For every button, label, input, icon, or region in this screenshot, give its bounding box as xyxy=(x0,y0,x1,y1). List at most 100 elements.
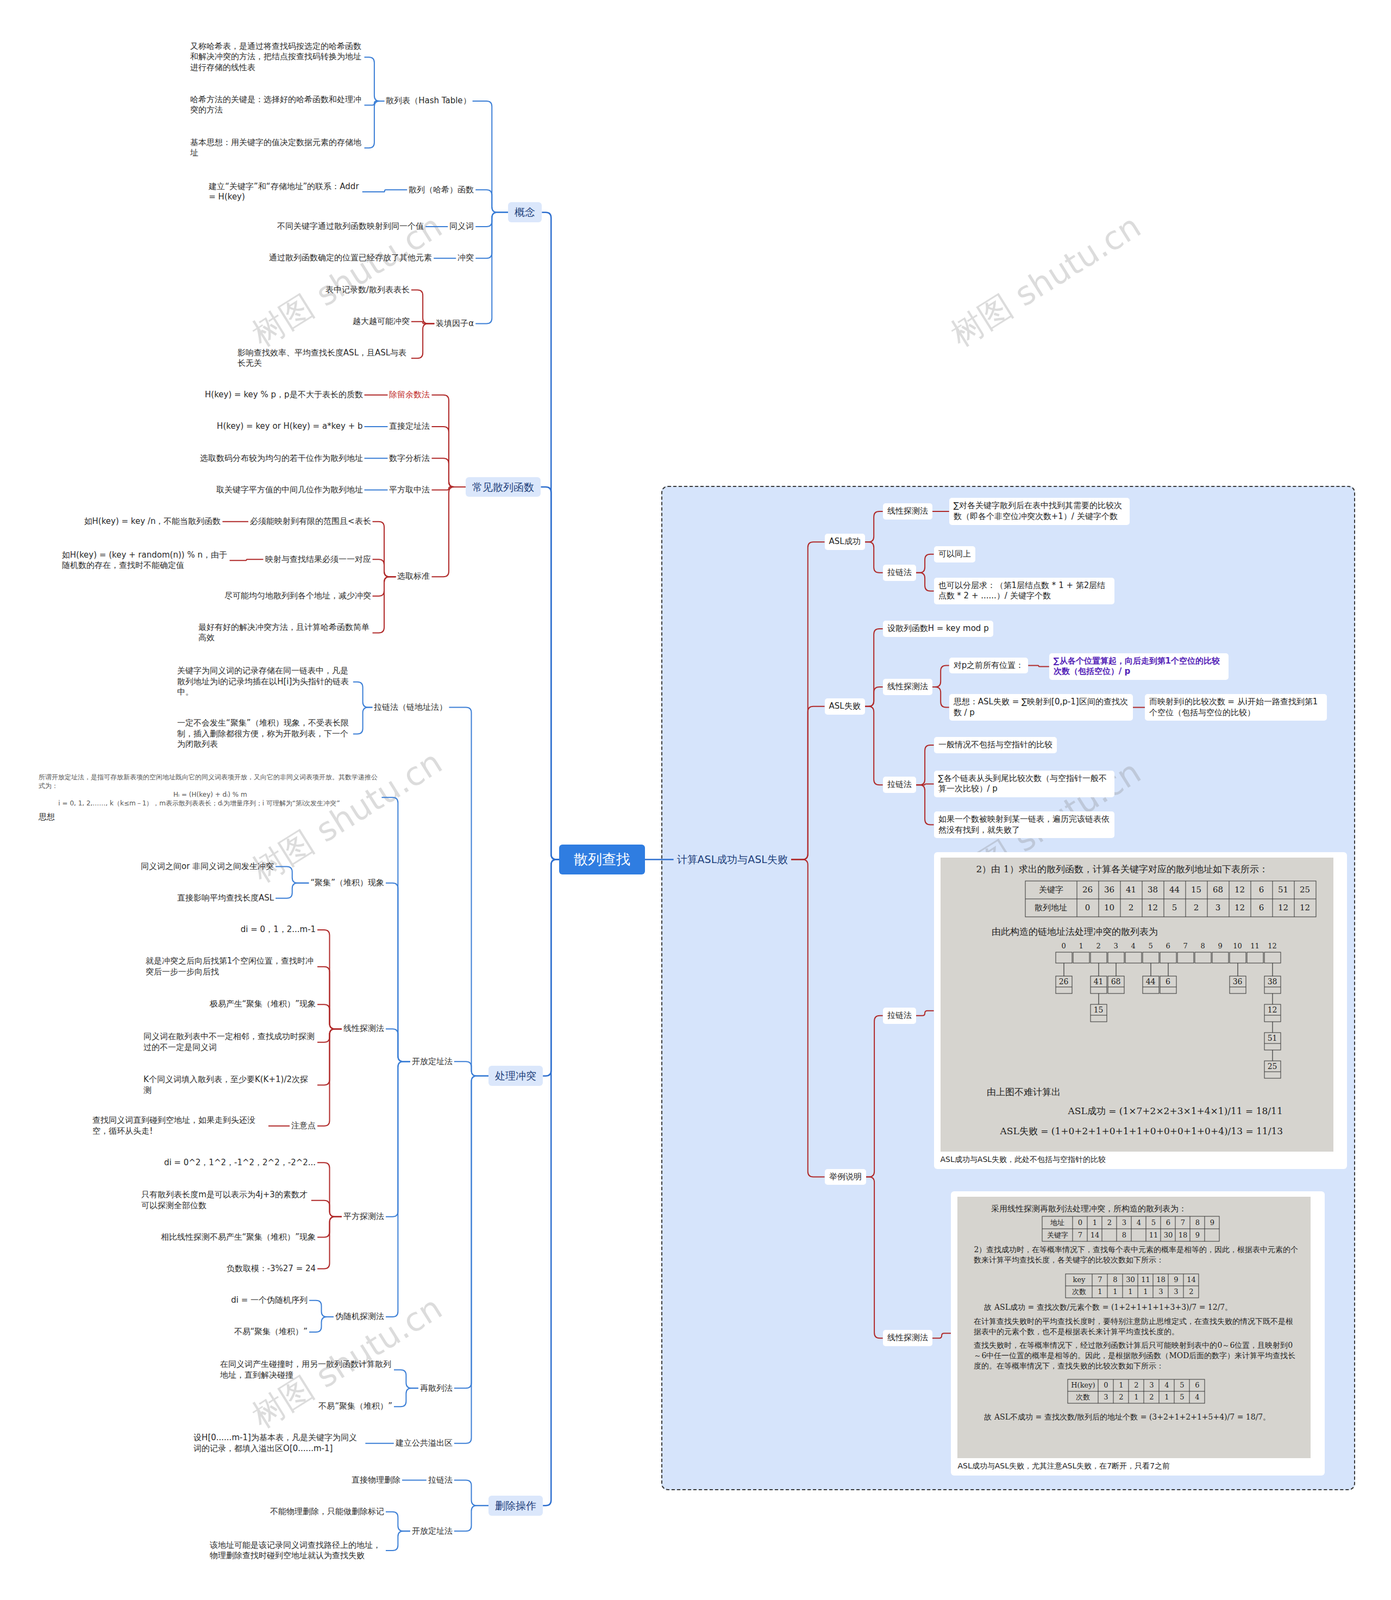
table-cell: 1 xyxy=(1107,1285,1123,1298)
connector xyxy=(411,323,435,359)
node-text: 对p之前所有位置： xyxy=(953,660,1025,672)
chain-node xyxy=(1229,975,1246,994)
node-text: 如果一个数被映射到某一链表，遍历完该链表依然没有找到，就失败了 xyxy=(938,813,1111,836)
chain-divider xyxy=(1264,1071,1281,1073)
connector xyxy=(865,706,883,786)
topic-text: 同义词在散列表中不一定相邻，查找成功时探测过的不一定是同义词 xyxy=(141,1030,318,1054)
connector xyxy=(364,489,388,491)
connector xyxy=(411,289,435,324)
table-line xyxy=(1065,1285,1199,1286)
connector xyxy=(472,101,509,213)
topic-text: 影响查找效率、平均查找长度ASL，且ASL与表长无关 xyxy=(235,346,412,371)
head-cell xyxy=(1212,951,1229,963)
table-cell: 地址 xyxy=(1042,1216,1073,1229)
topic-text: 伪随机探测法 xyxy=(333,1310,386,1324)
table-cell: 68 xyxy=(1207,880,1230,899)
table-cell: key xyxy=(1065,1273,1093,1286)
table-cell: 5 xyxy=(1145,1216,1161,1229)
node-text: Hᵢ = (H(key) + dᵢ) % m xyxy=(38,790,382,799)
photo-text: 查找失败时，在等概率情况下，经过散列函数计算后只可能映射到表中的0～6位置，且映… xyxy=(973,1339,1300,1371)
topic-text: 负数取模：-3%27 = 24 xyxy=(224,1262,318,1276)
topic-box: 拉链法 xyxy=(882,1007,917,1024)
node-text: 同义词在散列表中不一定相邻，查找成功时探测过的不一定是同义词 xyxy=(143,1031,316,1053)
table-cell: 6 xyxy=(1189,1379,1205,1391)
connector xyxy=(372,559,397,577)
table-cell: 3 xyxy=(1107,941,1125,951)
node-text: ASL成功与ASL失败，此处不包括与空指针的比较 xyxy=(940,1154,1342,1165)
topic-text: 关键字为同义词的记录存储在同一链表中，凡是散列地址为i的记录均插在以H[i]为头… xyxy=(175,664,354,699)
node-text: 散列表（Hash Table） xyxy=(385,95,471,107)
node-text: 思想 xyxy=(38,811,382,823)
table-cell: 次数 xyxy=(1065,1285,1093,1298)
table-cell: 6 xyxy=(1160,975,1177,987)
topic-text: 必须能映射到有限的范围且<表长 xyxy=(248,515,373,529)
node-text: 注意点 xyxy=(291,1120,316,1132)
chain-link xyxy=(1237,962,1238,976)
photo-text: 由此构造的链地址法处理冲突的散列表为 xyxy=(991,925,1158,938)
chain-divider xyxy=(1229,986,1246,988)
topic-text: H(key) = key % p，p是不大于表长的质数 xyxy=(203,388,365,402)
table-cell: 41 xyxy=(1090,975,1107,987)
chain-link xyxy=(1115,962,1117,976)
topic-box: 思想：ASL失败 = ∑映射到[0,p-1]区间的查找次数 / p xyxy=(949,693,1133,722)
photo-text: 采用线性探测再散列法处理冲突，所构造的散列表为： xyxy=(991,1202,1187,1214)
connector xyxy=(932,686,950,708)
topic-text: 基本思想：用关键字的值决定数据元素的存储地址 xyxy=(188,136,365,160)
node-text: 拉链法 xyxy=(887,779,912,791)
node-text: 建立“关键字”和“存储地址”的联系：Addr = H(key) xyxy=(208,181,361,203)
table-cell: 1 xyxy=(1158,1391,1175,1403)
node-text: 线性探测法 xyxy=(887,1332,929,1344)
node-text: 常见散列函数 xyxy=(472,480,535,494)
node-text: 查找同义词直到碰到空地址，如果走到头还没空，循环从头走! xyxy=(92,1114,267,1137)
connector xyxy=(385,882,411,1062)
connector xyxy=(222,521,249,523)
connector xyxy=(353,681,373,708)
topic-text: 开放定址法 xyxy=(410,1055,455,1069)
table-cell: 0 xyxy=(1098,1379,1114,1391)
table-cell: 3 xyxy=(1153,1285,1169,1298)
connector xyxy=(385,1028,411,1062)
node-text: 所谓开放定址法，是指可存放新表项的空闲地址既向它的同义词表项开放，又向它的非同义… xyxy=(38,772,382,791)
connector xyxy=(865,628,883,707)
topic-text: 该地址可能是该记录同义词查找路径上的地址，物理删除查找时碰到空地址就认为查找失败 xyxy=(208,1538,386,1563)
connector xyxy=(916,784,935,825)
table-cell: 关键字 xyxy=(1042,1228,1073,1242)
topic-text: 又称哈希表，是通过将查找码按选定的哈希函数和解决冲突的方法，把结点按查找码转换为… xyxy=(188,40,365,75)
topic-text: di = 一个伪随机序列 xyxy=(229,1293,310,1307)
topic-text: 开放定址法 xyxy=(410,1524,455,1538)
node-text: 除留余数法 xyxy=(389,389,430,401)
table-cell: 11 xyxy=(1137,1273,1154,1286)
table-cell: 3 xyxy=(1207,898,1230,917)
root-topic: 散列查找 xyxy=(559,844,645,874)
watermark: 树图 shutu.cn xyxy=(243,740,450,893)
table-cell: 68 xyxy=(1107,975,1125,987)
topic-box: ∑从各个位置算起，向后走到第1个空位的比较次数（包括空位）/ p xyxy=(1049,653,1230,681)
connector xyxy=(402,1479,427,1481)
topic-box: 线性探测法 xyxy=(882,1329,933,1346)
node-text: 举例说明 xyxy=(829,1171,862,1183)
node-text: 尽可能均匀地散列到各个地址，减少冲突 xyxy=(224,590,372,602)
table-cell: 4 xyxy=(1131,1216,1146,1229)
connector xyxy=(385,1530,411,1551)
node-text: 通过散列函数确定的位置已经存放了其他元素 xyxy=(268,252,432,264)
node-text: 如H(key) = (key + random(n)) % n，由于随机数的存在… xyxy=(61,549,229,572)
connector xyxy=(454,1505,489,1531)
table-cell: 36 xyxy=(1098,880,1121,899)
topic-box: ASL失败 xyxy=(824,698,866,715)
table-cell: 41 xyxy=(1120,880,1143,899)
node-text: H(key) = key or H(key) = a*key + b xyxy=(216,421,363,432)
table-cell: 30 xyxy=(1160,1228,1176,1242)
topic-box: 而映射到i的比较次数 = 从i开始一路查找到第1个空位（包括与空位的比较） xyxy=(1144,693,1327,722)
table-cell: 9 xyxy=(1189,1228,1205,1242)
table-cell: 2 xyxy=(1101,1216,1117,1229)
node-text: 概念 xyxy=(514,205,536,219)
node-text: 直接影响平均查找长度ASL xyxy=(177,892,274,904)
chain-link xyxy=(1150,962,1151,976)
topic-text: 通过散列函数确定的位置已经存放了其他元素 xyxy=(267,251,434,265)
node-text: 映射与查找结果必须一一对应 xyxy=(265,554,372,566)
connector xyxy=(916,572,935,592)
chain-divider xyxy=(1090,1014,1107,1016)
chain-node xyxy=(1055,975,1073,994)
connector xyxy=(381,797,410,1062)
